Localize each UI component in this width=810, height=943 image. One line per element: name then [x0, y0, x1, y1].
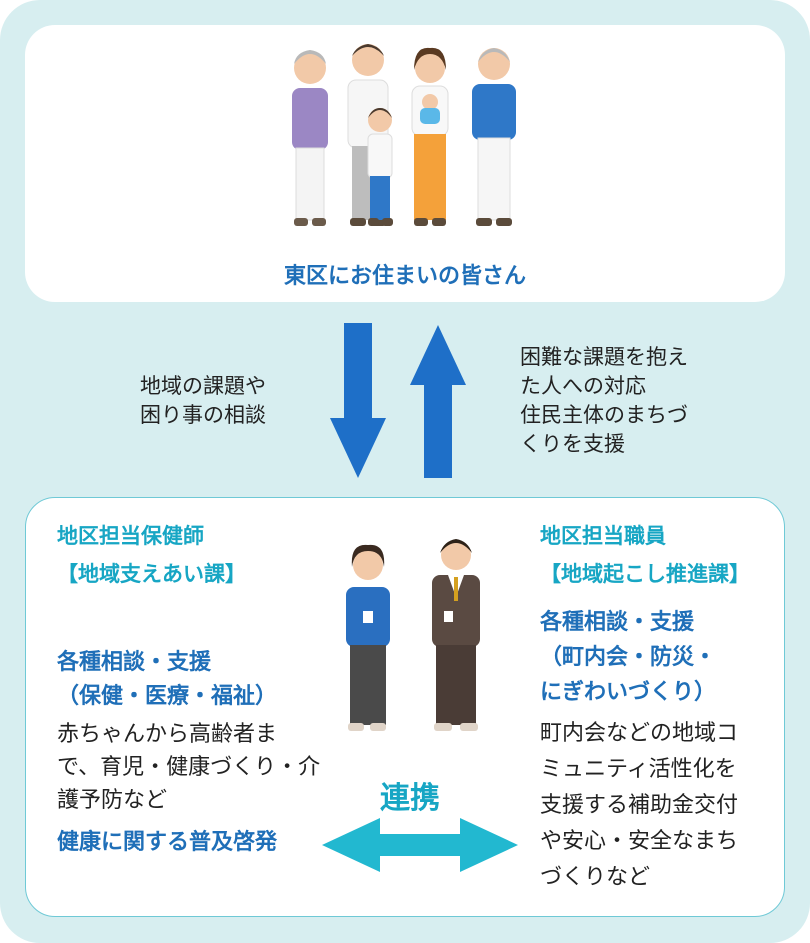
right-dept: 【地域起こし推進課】	[540, 562, 750, 586]
family-illustration	[292, 44, 516, 226]
support-text: 困難な課題を抱え た人への対応 住民主体のまちづ くりを支援	[520, 343, 688, 459]
support-line-2: た人への対応	[520, 374, 646, 398]
left-dept: 【地域支えあい課】	[57, 562, 246, 586]
left-body: 赤ちゃんから高齢者ま で、育児・健康づくり・介 護予防など	[57, 718, 320, 817]
support-line-4: くりを支援	[520, 432, 625, 456]
left-body-line-1: 赤ちゃんから高齢者ま	[57, 722, 278, 747]
left-title: 地区担当保健師	[57, 524, 204, 548]
right-heading-3: にぎわいづくり）	[540, 680, 717, 705]
left-heading-1: 各種相談・支援	[57, 650, 212, 675]
consultation-line-2: 困り事の相談	[140, 403, 266, 427]
left-body-line-2: で、育児・健康づくり・介	[57, 755, 321, 780]
grandmother-figure	[292, 50, 328, 226]
mother-figure	[411, 47, 449, 226]
right-body: 町内会などの地域コ ミュニティ活性化を 支援する補助金交付 や安心・安全なまち …	[540, 716, 738, 896]
consultation-text: 地域の課題や 困り事の相談	[140, 372, 266, 430]
cooperation-double-arrow	[322, 818, 518, 872]
support-line-3: 住民主体のまちづ	[520, 403, 688, 427]
left-body-line-3: 護予防など	[57, 788, 168, 813]
cooperation-label: 連携	[380, 781, 440, 816]
up-arrow	[410, 325, 466, 478]
down-arrow	[330, 323, 386, 478]
grandfather-figure	[472, 48, 516, 226]
support-line-1: 困難な課題を抱え	[520, 345, 688, 369]
right-heading-2: （町内会・防災・	[540, 645, 717, 670]
left-emphasis: 健康に関する普及啓発	[57, 830, 278, 855]
right-body-line-2: ミュニティ活性化を	[540, 757, 737, 782]
right-body-line-1: 町内会などの地域コ	[540, 721, 739, 746]
female-staff-figure	[346, 544, 390, 731]
right-body-line-4: や安心・安全なまち	[540, 829, 739, 854]
residents-label: 東区にお住まいの皆さん	[283, 264, 526, 289]
right-heading-1: 各種相談・支援	[540, 610, 695, 635]
consultation-line-1: 地域の課題や	[140, 374, 266, 398]
right-body-line-3: 支援する補助金交付	[540, 793, 739, 818]
right-title: 地区担当職員	[540, 524, 666, 548]
staff-illustration	[346, 539, 480, 731]
residents-panel	[25, 25, 785, 302]
left-heading-2: （保健・医療・福祉）	[57, 684, 278, 709]
child-figure	[367, 108, 393, 226]
right-body-line-5: づくりなど	[540, 865, 651, 890]
male-staff-figure	[432, 539, 480, 731]
